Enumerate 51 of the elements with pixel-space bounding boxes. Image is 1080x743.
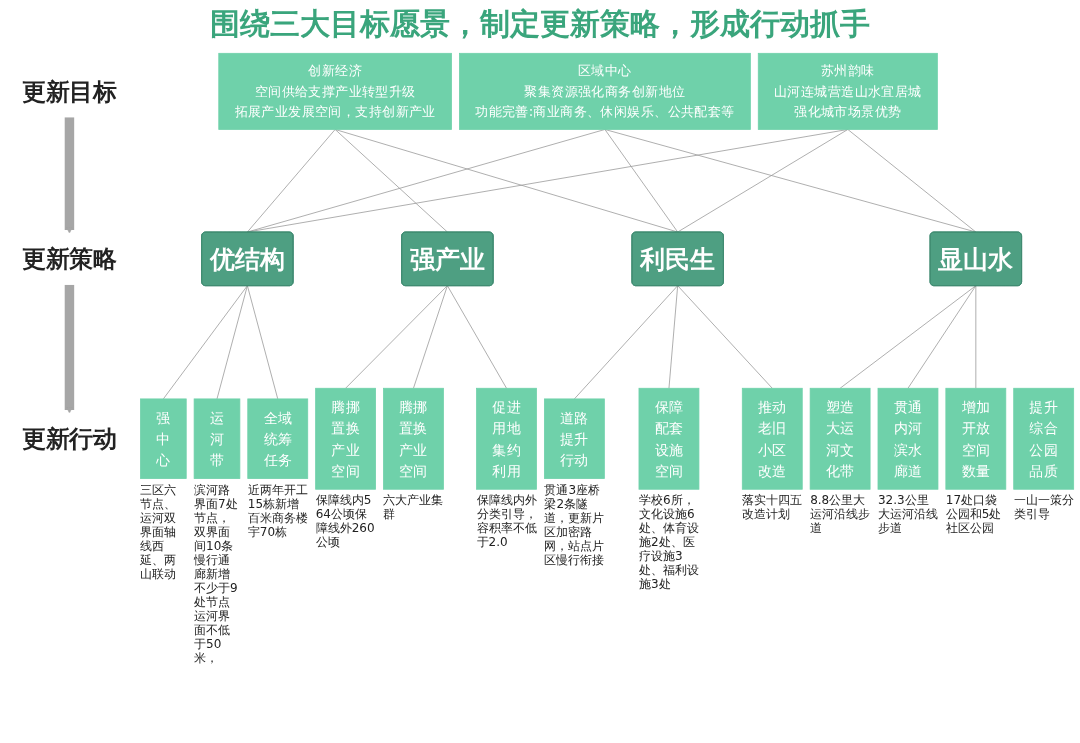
node-box: 贯通内河滨水廊道 bbox=[877, 387, 939, 490]
note-text: 一山一策分类引导 bbox=[1013, 493, 1076, 522]
connector bbox=[604, 129, 977, 233]
node-box: 腾挪置换产业空间 bbox=[383, 387, 444, 490]
connector bbox=[574, 285, 679, 400]
connector bbox=[604, 129, 679, 233]
node-text: 更新策略 bbox=[22, 245, 117, 273]
connector bbox=[345, 285, 448, 389]
node-text: 更新行动 bbox=[22, 424, 117, 453]
node-box: 腾挪置换产业空间 bbox=[315, 387, 376, 490]
node-text: 更新目标 bbox=[22, 77, 117, 106]
arrow bbox=[64, 117, 75, 234]
connector bbox=[907, 285, 977, 389]
connector bbox=[247, 129, 849, 233]
connector bbox=[334, 129, 679, 233]
note-text: 贯通3座桥梁2条隧道，更新片区加密路网，站点片区慢行衔接 bbox=[544, 482, 607, 567]
connector bbox=[847, 129, 977, 233]
connector bbox=[668, 285, 679, 389]
connector bbox=[247, 285, 279, 400]
node-box: 保障配套设施空间 bbox=[638, 387, 700, 490]
node-box: 全域统筹任务 bbox=[247, 398, 309, 479]
connector bbox=[247, 129, 336, 233]
connector bbox=[447, 285, 507, 389]
node-box: 塑造大运河文化带 bbox=[809, 387, 871, 490]
node-box: 道路提升行动 bbox=[544, 398, 605, 479]
note-text: 六大产业集群 bbox=[383, 493, 446, 522]
connector bbox=[677, 129, 849, 233]
connector bbox=[975, 285, 977, 389]
node-box: 创新经济 空间供给支撑产业转型升级 拓展产业发展空间，支持创新产业 bbox=[218, 52, 452, 130]
connector bbox=[216, 285, 248, 400]
node-box: 强中心 bbox=[140, 398, 187, 479]
note-text: 保障线内外分类引导，容积率不低于2.0 bbox=[476, 493, 539, 550]
node-box: 苏州韵味 山河连城营造山水宜居城 强化城市场景优势 bbox=[757, 52, 938, 130]
node-box: 提升综合公园品质 bbox=[1013, 387, 1075, 490]
note-text: 落实十四五改造计划 bbox=[742, 493, 805, 522]
note-text: 近两年开工15栋新增百米商务楼宇70栋 bbox=[247, 482, 310, 539]
node-box: 促进用地集约利用 bbox=[476, 387, 537, 490]
node-box: 区域中心 聚集资源强化商务创新地位 功能完善:商业商务、休闲娱乐、公共配套等 bbox=[459, 52, 751, 130]
connector bbox=[162, 285, 248, 400]
note-text: 学校6所，文化设施6处、体育设施2处、医疗设施3处、福利设施3处 bbox=[638, 493, 701, 592]
node-box: 运河带 bbox=[193, 398, 241, 479]
connector bbox=[334, 129, 448, 233]
arrow bbox=[64, 284, 75, 414]
connector bbox=[677, 285, 773, 389]
note-text: 8.8公里大运河沿线步道 bbox=[810, 493, 873, 536]
connector bbox=[839, 285, 977, 389]
connector bbox=[413, 285, 448, 389]
title: 围绕三大目标愿景，制定更新策略，形成行动抓手 bbox=[209, 5, 871, 43]
note-text: 32.3公里大运河沿线步道 bbox=[878, 493, 940, 536]
node-box: 增加开放空间数量 bbox=[945, 387, 1007, 490]
node-box: 推动老旧小区改造 bbox=[741, 387, 803, 490]
